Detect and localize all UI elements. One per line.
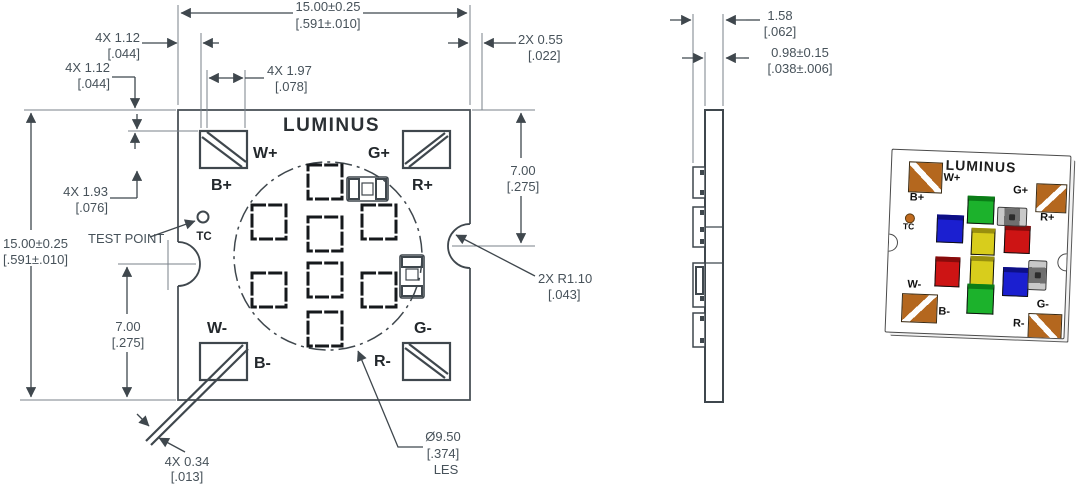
- render-die-blue-lower: [1002, 266, 1030, 297]
- pad-label-g-plus: G+: [368, 145, 390, 162]
- render-die-red-upper: [1003, 225, 1031, 254]
- dim-les-label: LES: [434, 462, 459, 477]
- corner-pad-bottom-left: [145, 341, 249, 446]
- side-view: [692, 109, 724, 403]
- tc-label: TC: [196, 231, 211, 243]
- tc-test-point: [196, 210, 210, 224]
- render-label-g-minus: G-: [1036, 298, 1050, 311]
- side-board-body: [704, 109, 724, 403]
- render-die-green-bottom: [966, 283, 995, 315]
- render-label-b-minus: B-: [938, 305, 951, 318]
- dim-pad-height-mm: 4X 1.93: [63, 184, 108, 199]
- render-label-g-plus: G+: [1012, 184, 1029, 197]
- side-pad-marks: [700, 170, 704, 343]
- die-pad: [306, 310, 344, 348]
- dim-les-mm: Ø9.50: [425, 429, 460, 444]
- render-tc-label: TC: [902, 221, 915, 232]
- render-corner-pad-bottom-left: [900, 293, 939, 324]
- die-pad: [250, 271, 288, 309]
- dimension-text: 15.00±0.25 [.591±.010] 2X 0.55 [.022] 4X…: [3, 0, 832, 484]
- pad-label-g-minus: G-: [414, 320, 432, 337]
- module-3d-render: LUMINUS W+ B+ G+ R+ W- B- G- R- TC: [884, 148, 1072, 340]
- dim-trace-gap-inch: [.013]: [171, 469, 204, 484]
- extension-lines: [20, 5, 724, 401]
- die-pad: [360, 203, 398, 241]
- dim-notch-radius-inch: [.043]: [548, 287, 581, 302]
- dim-pad-pitch-mm: 4X 1.97: [267, 63, 312, 78]
- die-pad: [306, 163, 344, 201]
- pad-label-r-minus: R-: [374, 353, 391, 370]
- dim-pad-inset-h-inch: [.044]: [107, 46, 140, 61]
- front-logo: LUMINUS: [283, 115, 380, 136]
- render-corner-pad-bottom-right: [1027, 312, 1063, 340]
- right-edge-notch: [447, 223, 471, 269]
- dim-notch-left-inch: [.275]: [112, 335, 145, 350]
- pad-label-w-plus: W+: [253, 145, 277, 162]
- render-label-r-minus: R-: [1012, 317, 1025, 330]
- pad-label-r-plus: R+: [412, 177, 433, 194]
- dim-total-thickness-mm: 1.58: [767, 8, 792, 23]
- dim-board-thickness-inch: [.038±.006]: [768, 61, 833, 76]
- dim-notch-right-inch: [.275]: [507, 179, 540, 194]
- render-die-blue-upper: [936, 214, 965, 244]
- render-label-b-plus: B+: [909, 191, 925, 204]
- pad-label-b-plus: B+: [211, 177, 232, 194]
- led-die-array: [250, 163, 398, 348]
- render-corner-pad-top-right: [1035, 183, 1068, 214]
- corner-pad-top-left: [198, 129, 249, 170]
- dim-pad-inset-v-mm: 4X 1.12: [65, 60, 110, 75]
- die-pad: [250, 203, 288, 241]
- dim-pad-height-inch: [.076]: [75, 200, 108, 215]
- render-die-red-lower: [934, 256, 961, 288]
- die-pad: [360, 271, 398, 309]
- dim-edge-offset-mm: 2X 0.55: [518, 32, 563, 47]
- dim-notch-right-mm: 7.00: [510, 163, 535, 178]
- corner-pad-bottom-right: [401, 341, 452, 382]
- dim-les-inch: [.374]: [427, 446, 460, 461]
- pad-label-b-minus: B-: [254, 355, 271, 372]
- dim-pad-inset-h-mm: 4X 1.12: [95, 30, 140, 45]
- die-pad: [306, 261, 344, 299]
- pad-label-w-minus: W-: [207, 320, 227, 337]
- render-label-w-minus: W-: [907, 278, 922, 291]
- render-label-w-plus: W+: [943, 171, 961, 185]
- dim-edge-offset-inch: [.022]: [528, 48, 561, 63]
- dim-pad-inset-v-inch: [.044]: [77, 76, 110, 91]
- dim-trace-gap-mm: 4X 0.34: [165, 454, 210, 469]
- render-die-green-top: [966, 195, 995, 225]
- render-die-yellow-lower: [969, 255, 995, 288]
- render-smd-horizontal: [996, 206, 1028, 227]
- dim-width-top-inch: [.591±.010]: [296, 16, 361, 31]
- dim-total-thickness-inch: [.062]: [764, 24, 797, 39]
- render-smd-vertical: [1027, 259, 1048, 291]
- die-pad: [306, 215, 344, 253]
- dim-width-top-mm: 15.00±0.25: [296, 0, 361, 14]
- smd-footprint-horizontal: [346, 176, 389, 202]
- render-board: LUMINUS W+ B+ G+ R+ W- B- G- R- TC: [884, 148, 1072, 340]
- dim-notch-radius-mm: 2X R1.10: [538, 271, 592, 286]
- front-view: [145, 109, 492, 446]
- dim-height-left-inch: [.591±.010]: [3, 252, 68, 267]
- left-edge-notch: [177, 241, 201, 287]
- dimension-lines: [25, 7, 760, 453]
- render-corner-pad-top-left: [907, 161, 944, 194]
- dim-height-left-mm: 15.00±0.25: [3, 236, 68, 251]
- dim-board-thickness-mm: 0.98±0.15: [771, 45, 829, 60]
- corner-pad-top-right: [401, 129, 452, 170]
- dim-pad-pitch-inch: [.078]: [275, 79, 308, 94]
- smd-footprint-vertical: [399, 254, 425, 299]
- render-die-yellow-upper: [970, 227, 996, 256]
- test-point-label: TEST POINT: [88, 231, 164, 246]
- render-label-r-plus: R+: [1039, 211, 1055, 224]
- dim-notch-left-mm: 7.00: [115, 319, 140, 334]
